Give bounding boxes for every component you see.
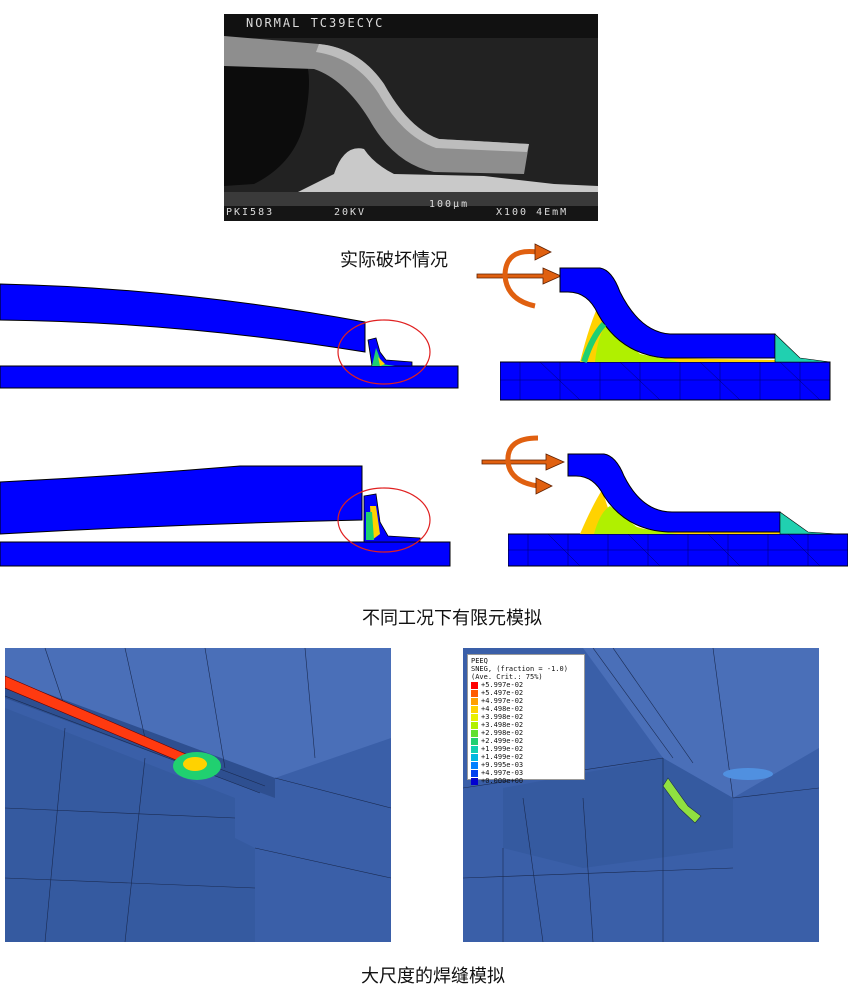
legend-swatch — [471, 761, 478, 769]
legend-entry: +5.497e-02 — [471, 689, 581, 697]
legend-entry: +2.499e-02 — [471, 737, 581, 745]
moment-arrow-icon-1 — [476, 243, 562, 309]
legend-swatch — [471, 721, 478, 729]
moment-arrow-icon-2 — [481, 435, 565, 495]
sem-footer-right: X100 4EmM — [496, 207, 569, 218]
legend-entry: +5.997e-02 — [471, 681, 581, 689]
legend-swatch — [471, 753, 478, 761]
legend-entry: +4.498e-02 — [471, 705, 581, 713]
sem-failure-photo: NORMAL TC39ECYC PKI583 20KV 100μm X100 4… — [224, 14, 598, 221]
legend-entry: +1.499e-02 — [471, 753, 581, 761]
legend-entry: +3.998e-02 — [471, 713, 581, 721]
fem-beam-case-1 — [0, 283, 459, 389]
legend-swatch — [471, 745, 478, 753]
legend-label: +1.499e-02 — [481, 753, 524, 761]
highlight-circle-1 — [337, 319, 431, 385]
legend-entry: +4.997e-03 — [471, 769, 581, 777]
caption-weld-simulation: 大尺度的焊缝模拟 — [361, 966, 505, 987]
legend-label: +2.499e-02 — [481, 737, 524, 745]
legend-title-2: SNEG, (fraction = -1.0) — [471, 665, 568, 673]
legend-label: +9.995e-03 — [481, 761, 524, 769]
legend-label: +5.997e-02 — [481, 681, 524, 689]
sem-footer-left: PKI583 — [226, 207, 275, 218]
legend-label: +4.997e-02 — [481, 697, 524, 705]
legend-rows: +5.997e-02+5.497e-02+4.997e-02+4.498e-02… — [471, 681, 581, 785]
legend-entry: +2.998e-02 — [471, 729, 581, 737]
legend-swatch — [471, 681, 478, 689]
legend-title-1: PEEQ — [471, 657, 488, 665]
fem-lead-mesh-1 — [500, 267, 831, 401]
legend-entry: +4.997e-02 — [471, 697, 581, 705]
sem-header-text: NORMAL TC39ECYC — [246, 16, 385, 30]
legend-swatch — [471, 737, 478, 745]
legend-swatch — [471, 713, 478, 721]
legend-label: +2.998e-02 — [481, 729, 524, 737]
legend-entry: +0.000e+00 — [471, 777, 581, 785]
legend-label: +5.497e-02 — [481, 689, 524, 697]
caption-actual-failure: 实际破坏情况 — [340, 250, 448, 271]
legend-entry: +1.999e-02 — [471, 745, 581, 753]
legend-swatch — [471, 697, 478, 705]
sem-photo-drawing — [224, 14, 598, 221]
legend-title-3: (Ave. Crit.: 75%) — [471, 673, 543, 681]
fem-lead-mesh-2 — [508, 453, 848, 567]
legend-label: +4.997e-03 — [481, 769, 524, 777]
caption-fem-conditions: 不同工况下有限元模拟 — [362, 608, 542, 629]
legend-entry: +9.995e-03 — [471, 761, 581, 769]
legend-label: +0.000e+00 — [481, 777, 524, 785]
legend-label: +1.999e-02 — [481, 745, 524, 753]
legend-label: +3.998e-02 — [481, 713, 524, 721]
legend-swatch — [471, 769, 478, 777]
legend-entry: +3.498e-02 — [471, 721, 581, 729]
fem-beam-case-2 — [0, 465, 451, 567]
highlight-circle-2 — [337, 487, 431, 553]
peeq-legend: PEEQ SNEG, (fraction = -1.0) (Ave. Crit.… — [467, 654, 585, 785]
weld-model-left — [5, 648, 391, 942]
legend-label: +4.498e-02 — [481, 705, 524, 713]
sem-footer-mid: 20KV — [334, 207, 367, 218]
legend-swatch — [471, 689, 478, 697]
sem-footer-scale: 100μm — [429, 199, 470, 210]
legend-swatch — [471, 729, 478, 737]
legend-label: +3.498e-02 — [481, 721, 524, 729]
legend-swatch — [471, 705, 478, 713]
legend-swatch — [471, 777, 478, 785]
